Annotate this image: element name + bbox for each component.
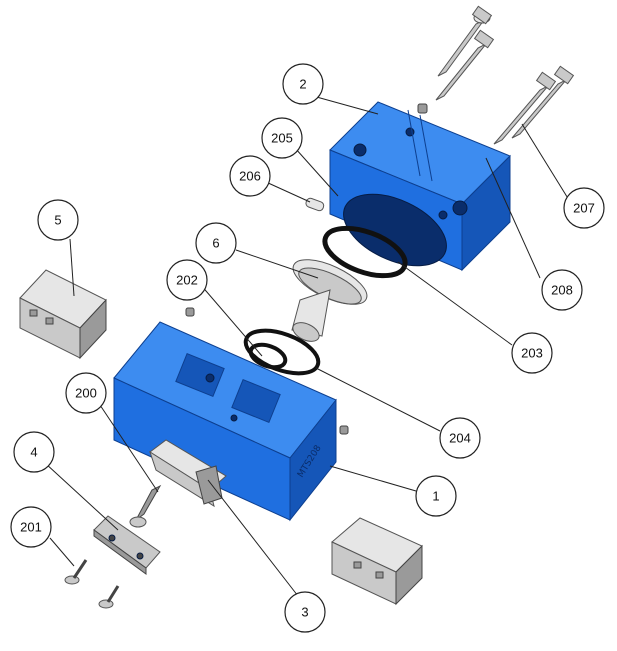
callout-label-203: 203 bbox=[521, 346, 543, 361]
callout-206: 206 bbox=[229, 155, 271, 197]
upper-blue-block bbox=[329, 101, 511, 272]
callout-1: 1 bbox=[415, 475, 457, 517]
callout-203: 203 bbox=[511, 332, 553, 374]
callout-208: 208 bbox=[541, 269, 583, 311]
callout-label-5: 5 bbox=[54, 213, 61, 228]
callout-6: 6 bbox=[195, 222, 237, 264]
callout-label-200: 200 bbox=[75, 386, 97, 401]
callout-202: 202 bbox=[166, 259, 208, 301]
long-bolt-top-2 bbox=[435, 29, 495, 101]
leader-lines bbox=[44, 95, 570, 597]
long-bolt-right-2 bbox=[511, 65, 575, 139]
callout-207: 207 bbox=[563, 187, 605, 229]
callout-label-207: 207 bbox=[573, 201, 595, 216]
jaw-lower bbox=[331, 517, 423, 606]
callout-label-204: 204 bbox=[449, 431, 471, 446]
callout-label-3: 3 bbox=[301, 605, 308, 620]
callout-label-206: 206 bbox=[239, 169, 261, 184]
small-screw-left bbox=[185, 307, 195, 317]
callout-label-208: 208 bbox=[551, 283, 573, 298]
dowel-pin-206 bbox=[305, 197, 325, 212]
callout-205: 205 bbox=[261, 117, 303, 159]
callout-200: 200 bbox=[65, 372, 107, 414]
long-bolt-right-1 bbox=[493, 71, 557, 145]
small-screw-right bbox=[339, 425, 349, 435]
callout-label-4: 4 bbox=[30, 445, 37, 460]
screw-201-a bbox=[64, 559, 88, 585]
set-screw-top bbox=[417, 103, 428, 114]
cover-plate-4 bbox=[93, 515, 161, 575]
callout-4: 4 bbox=[13, 431, 55, 473]
callout-label-202: 202 bbox=[176, 273, 198, 288]
screw-201-b bbox=[98, 585, 120, 609]
callout-204: 204 bbox=[439, 417, 481, 459]
callout-5: 5 bbox=[37, 199, 79, 241]
callout-201: 201 bbox=[10, 506, 52, 548]
callout-label-205: 205 bbox=[271, 131, 293, 146]
jaw-upper-5 bbox=[19, 269, 107, 360]
callout-label-2: 2 bbox=[299, 77, 306, 92]
long-bolt-top-1 bbox=[437, 5, 493, 77]
callout-2: 2 bbox=[282, 63, 324, 105]
oring-202 bbox=[248, 342, 288, 370]
callout-3: 3 bbox=[284, 591, 326, 633]
main-blue-body-1: MTS208 bbox=[113, 321, 337, 522]
callout-label-6: 6 bbox=[212, 236, 219, 251]
callout-label-1: 1 bbox=[432, 489, 439, 504]
slider-3 bbox=[149, 439, 227, 508]
callout-label-201: 201 bbox=[20, 520, 42, 535]
bolt-200 bbox=[129, 484, 162, 528]
piston-6 bbox=[291, 259, 368, 342]
